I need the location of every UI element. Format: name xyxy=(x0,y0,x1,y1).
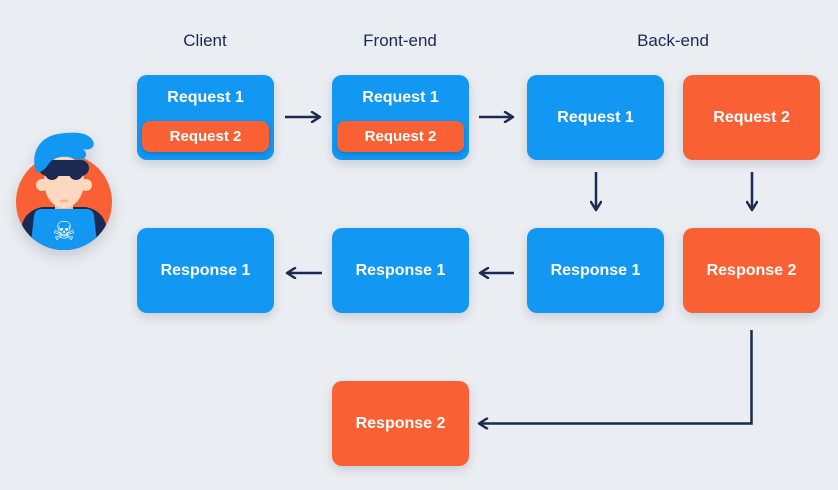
frontend-request-box: Request 1 Request 2 xyxy=(332,75,469,160)
laptop-shape xyxy=(30,209,98,250)
backend-request2-box: Request 2 xyxy=(683,75,820,160)
frontend-request1-label: Request 1 xyxy=(362,89,439,106)
backend-response2-label: Response 2 xyxy=(706,261,797,279)
column-header-frontend: Front-end xyxy=(363,31,437,50)
column-header-client: Client xyxy=(183,31,227,50)
client-request2-box: Request 2 xyxy=(142,121,269,152)
frontend-request2-box: Request 2 xyxy=(337,121,464,152)
client-request-box: Request 1 Request 2 xyxy=(137,75,274,160)
column-header-backend: Back-end xyxy=(637,31,709,50)
frontend-response2-label: Response 2 xyxy=(355,414,446,432)
frontend-response2-box: Response 2 xyxy=(332,381,469,466)
client-response1-label: Response 1 xyxy=(160,261,251,279)
hat-shape xyxy=(34,132,94,173)
frontend-request2-label: Request 2 xyxy=(364,128,437,145)
backend-request2-label: Request 2 xyxy=(713,108,790,126)
client-request1-label: Request 1 xyxy=(167,89,244,106)
frontend-response1-box: Response 1 xyxy=(332,228,469,313)
hacker-avatar: ☠ xyxy=(16,132,112,250)
frontend-response1-label: Response 1 xyxy=(355,261,446,279)
backend-response1-box: Response 1 xyxy=(527,228,664,313)
backend-response1-label: Response 1 xyxy=(550,261,641,279)
skull-crossbones-icon: ☠ xyxy=(52,217,75,247)
backend-request1-label: Request 1 xyxy=(557,108,634,126)
client-request2-label: Request 2 xyxy=(169,128,242,145)
arrow-backend-response2-to-frontend xyxy=(480,330,753,424)
avatar-mouth xyxy=(59,199,69,203)
mask-shape xyxy=(39,160,89,180)
client-response1-box: Response 1 xyxy=(137,228,274,313)
backend-request1-box: Request 1 xyxy=(527,75,664,160)
backend-response2-box: Response 2 xyxy=(683,228,820,313)
